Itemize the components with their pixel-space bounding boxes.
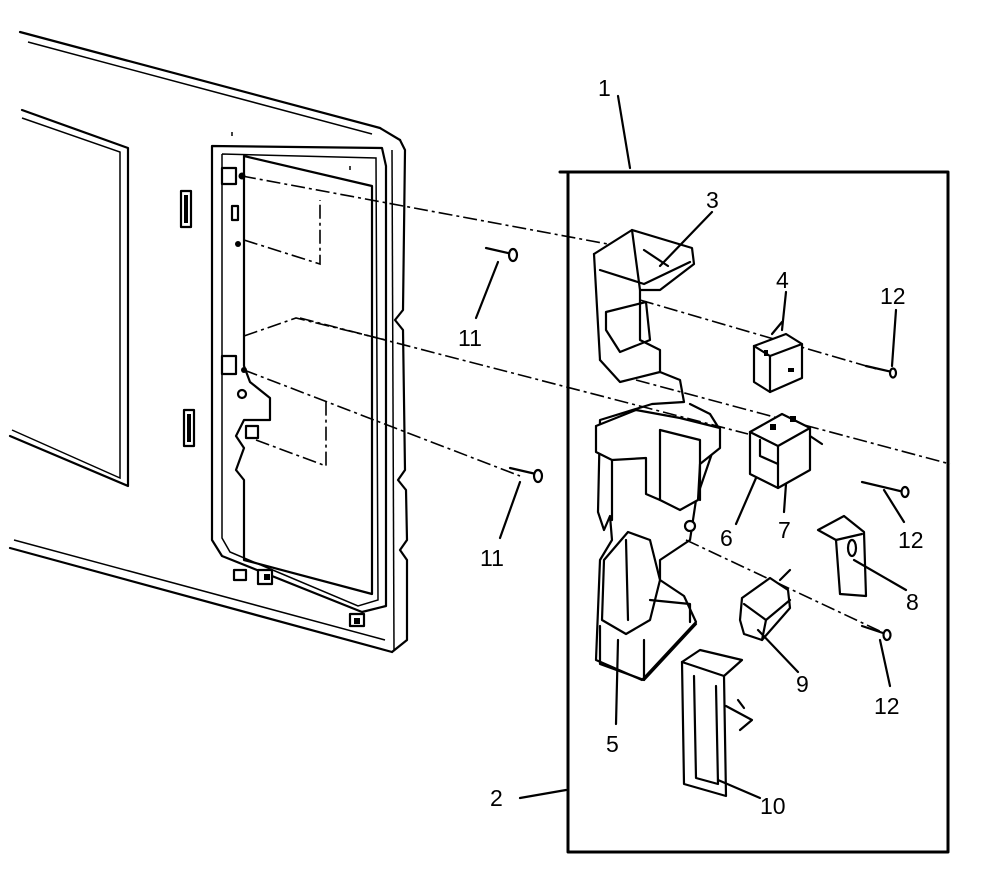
callout-12-lower: 12: [874, 693, 900, 719]
callout-4: 4: [776, 267, 789, 293]
latch-bracket: [592, 228, 722, 682]
screw-12-middle: [860, 480, 910, 499]
callout-11-upper: 11: [458, 325, 482, 351]
callout-12-upper: 12: [880, 283, 906, 309]
switch-6-7: [748, 412, 824, 490]
switch-4: [752, 320, 804, 394]
clip-8: [816, 514, 868, 598]
door-panel: [8, 30, 409, 654]
kit-box: [558, 170, 950, 854]
callout-12-middle: 12: [898, 527, 924, 553]
screw-11-upper: [484, 246, 519, 263]
callout-7: 7: [778, 517, 791, 543]
screws: [484, 246, 910, 642]
callout-10: 10: [760, 793, 786, 819]
screw-12-lower: [860, 624, 892, 642]
callout-11-lower: 11: [480, 545, 504, 571]
callout-6: 6: [720, 525, 733, 551]
callout-leaders: [474, 94, 908, 800]
callout-5: 5: [606, 731, 619, 757]
callout-labels: 1 2 3 4 5 6 7 8 9 10 11 11 12 12 12: [458, 75, 924, 819]
switch-9: [738, 568, 792, 642]
callout-9: 9: [796, 671, 809, 697]
callout-8: 8: [906, 589, 919, 615]
callout-2: 2: [490, 785, 503, 811]
screw-12-upper: [864, 364, 898, 379]
callout-1: 1: [598, 75, 611, 101]
callout-3: 3: [706, 187, 719, 213]
bar-10: [680, 648, 754, 798]
screw-11-lower: [508, 466, 544, 484]
